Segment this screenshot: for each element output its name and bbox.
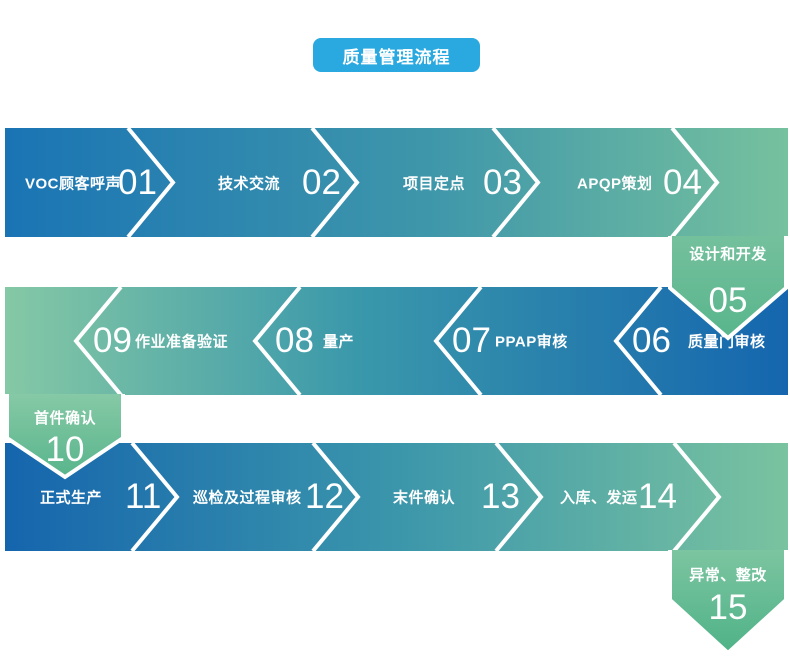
step-15-number: 15 <box>708 588 748 627</box>
step-09-number: 09 <box>93 321 132 360</box>
step-03-label: 项目定点 <box>403 175 466 192</box>
step-12-number: 12 <box>305 477 344 516</box>
step-04-label: APQP策划 <box>577 175 653 192</box>
step-10-label: 首件确认 <box>33 410 96 427</box>
step-06-number: 06 <box>632 321 671 360</box>
chevron-left-icon <box>613 287 663 395</box>
row-1-separators <box>126 128 720 237</box>
connector-step-15: 异常、整改 15 <box>668 550 788 656</box>
process-row-2: 09 作业准备验证 08 量产 07 PPAP审核 06 质量门审核 <box>5 287 788 395</box>
down-arrow-pentagon-icon <box>668 550 788 656</box>
step-11-label: 正式生产 <box>40 489 103 507</box>
process-row-3: 正式生产 11 巡检及过程审核 12 末件确认 13 入库、发运 14 <box>5 443 788 551</box>
chevron-right-icon <box>494 443 544 551</box>
step-04-number: 04 <box>663 162 702 202</box>
step-07-label: PPAP审核 <box>495 333 568 351</box>
chevron-right-icon <box>491 128 541 237</box>
chevron-right-icon <box>126 128 176 237</box>
step-14-label: 入库、发运 <box>560 489 638 507</box>
diagram-title-badge: 质量管理流程 <box>313 38 480 72</box>
down-arrow-pentagon-icon <box>668 236 788 341</box>
chevron-right-icon <box>130 443 180 551</box>
step-09-label: 作业准备验证 <box>135 333 229 351</box>
step-11-number: 11 <box>125 477 162 516</box>
chevron-right-icon <box>670 128 720 237</box>
step-02-label: 技术交流 <box>218 175 281 192</box>
step-13-label: 末件确认 <box>393 489 456 507</box>
step-05-label: 设计和开发 <box>689 246 767 263</box>
step-08-label: 量产 <box>323 333 355 351</box>
step-14-number: 14 <box>638 477 677 516</box>
connector-step-10: 首件确认 10 <box>5 394 125 480</box>
diagram-title: 质量管理流程 <box>342 47 451 67</box>
step-03-number: 03 <box>483 162 522 202</box>
row-2-separators <box>73 287 663 395</box>
step-02-number: 02 <box>302 162 341 202</box>
chevron-left-icon <box>252 287 302 395</box>
row-3-separators <box>130 443 722 551</box>
chevron-right-icon <box>672 443 722 551</box>
down-arrow-pentagon-icon <box>5 394 125 480</box>
step-05-number: 05 <box>708 281 748 320</box>
step-12-label: 巡检及过程审核 <box>193 489 302 507</box>
step-10-number: 10 <box>45 430 85 469</box>
chevron-left-icon <box>433 287 483 395</box>
chevron-right-icon <box>311 443 361 551</box>
step-06-label: 质量门审核 <box>688 333 766 351</box>
step-08-number: 08 <box>275 321 314 360</box>
step-07-number: 07 <box>452 321 491 360</box>
step-01-number: 01 <box>118 162 157 202</box>
step-01-label: VOC顾客呼声 <box>25 175 122 192</box>
step-13-number: 13 <box>481 477 520 516</box>
step-15-label: 异常、整改 <box>689 567 767 584</box>
chevron-right-icon <box>310 128 360 237</box>
chevron-left-icon <box>73 287 123 395</box>
connector-step-05: 设计和开发 05 <box>668 236 788 342</box>
process-row-1: VOC顾客呼声 01 技术交流 02 项目定点 03 APQP策划 04 <box>5 128 788 237</box>
